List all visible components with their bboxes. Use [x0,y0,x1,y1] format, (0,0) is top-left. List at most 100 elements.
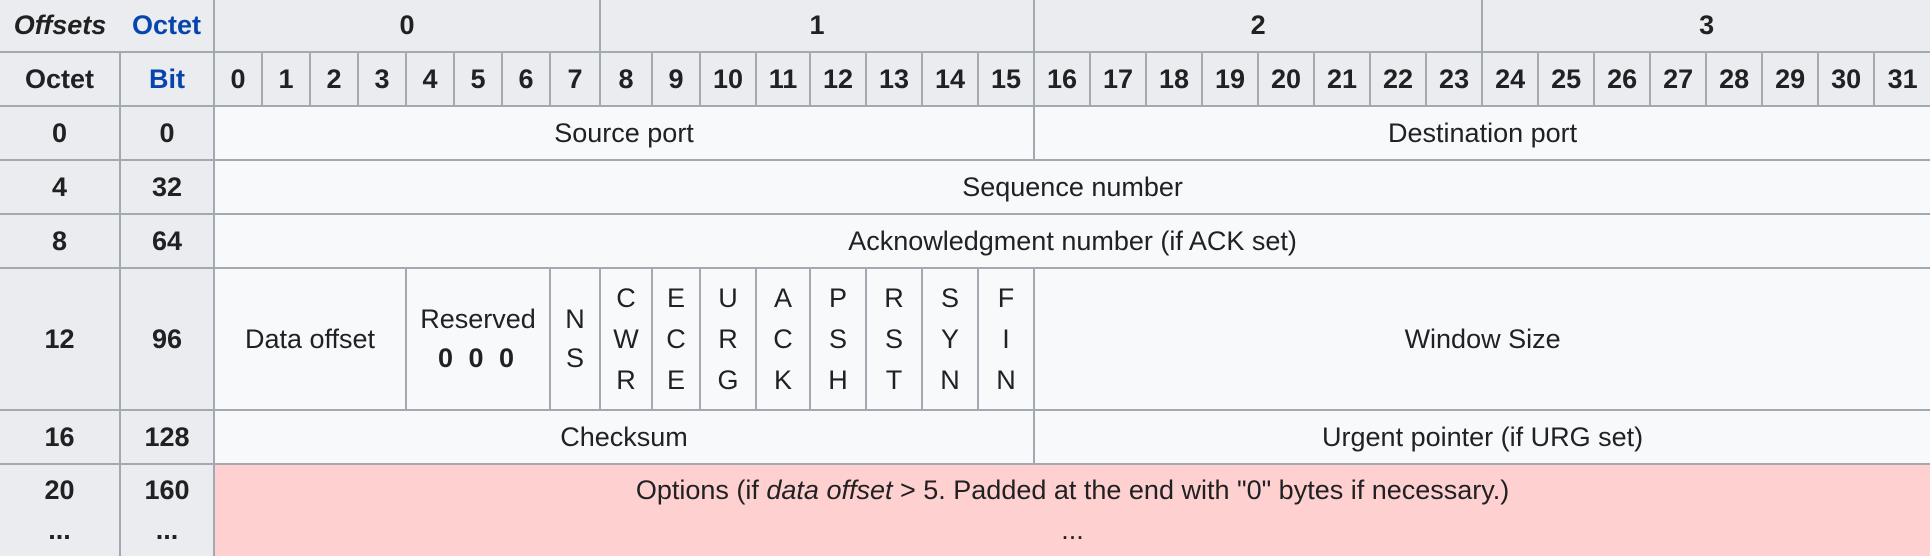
flag-ece: E C E [651,267,702,411]
flag-letter: U [718,282,738,313]
bit-index: 0 [213,51,263,107]
row-octet-offset: 8 [0,213,121,269]
options-text-prefix: Options (if [635,475,767,506]
flag-letter: C [616,282,636,313]
row-octet-offset: 20 ... [0,463,121,556]
flag-ack: A C K [755,267,812,411]
octet-group-3: 3 [1481,0,1930,53]
options-text-emphasis: data offset [766,475,893,506]
window-size-field: Window Size [1033,267,1930,411]
octet-group-2: 2 [1033,0,1484,53]
flag-letter: S [566,343,585,373]
bit-index: 6 [501,51,551,107]
source-port-field: Source port [212,105,1036,161]
flag-syn: S Y N [921,267,980,411]
octet-column-header: Octet [0,51,121,107]
octet-group-1: 1 [599,0,1036,53]
bit-index: 27 [1649,51,1708,107]
flag-letter: E [667,282,686,313]
row-bit-offset: 0 [119,105,215,161]
flag-letter: E [667,364,686,395]
row-octet-offset: 16 [0,409,121,465]
row-octet-16: 16 128 Checksum Urgent pointer (if URG s… [0,409,1930,465]
flag-letter: N [940,364,960,395]
options-ellipsis: ... [1061,514,1084,545]
destination-port-field: Destination port [1033,105,1930,161]
flag-letter: H [828,364,848,395]
bit-index: 5 [453,51,503,107]
row-bit-offset: 128 [119,409,215,465]
bit-index: 30 [1817,51,1876,107]
octet-group-0: 0 [212,0,602,53]
bit-index: 18 [1145,51,1204,107]
flag-letter: A [774,282,793,313]
bit-index: 2 [309,51,359,107]
row-bit-offset: 64 [119,213,215,269]
urgent-pointer-field: Urgent pointer (if URG set) [1033,409,1930,465]
offsets-label: Offsets [0,0,120,52]
flag-letter: F [997,282,1015,313]
data-offset-field: Data offset [213,267,407,411]
bit-index: 12 [809,51,868,107]
bit-index: 29 [1761,51,1820,107]
checksum-field: Checksum [212,409,1036,465]
options-text-suffix: > 5. Padded at the end with "0" bytes if… [892,475,1510,506]
row-octet-offset: 12 [0,267,121,411]
bit-index: 9 [651,51,702,107]
row-bit-offset: 32 [119,159,215,215]
bit-index: 4 [405,51,455,107]
row-octet-offset: 4 [0,159,121,215]
flag-letter: S [885,323,904,354]
octet-value: 20 [44,475,75,506]
reserved-label: Reserved [420,304,536,334]
flag-letter: Y [941,323,960,354]
bit-index: 19 [1201,51,1260,107]
bit-index: 28 [1705,51,1764,107]
bit-index: 14 [921,51,980,107]
flag-letter: N [996,364,1016,395]
bit-header-link[interactable]: Bit [119,51,215,107]
row-octet-8: 8 64 Acknowledgment number (if ACK set) [0,213,1930,269]
flag-psh: P S H [809,267,868,411]
flag-letter: P [829,282,848,313]
flag-letter: R [616,364,636,395]
octet-ellipsis: ... [48,514,71,545]
octet-header-link[interactable]: Octet [120,0,215,52]
flag-letter: C [773,323,793,354]
bit-index: 31 [1873,51,1930,107]
flag-letter: S [829,323,848,354]
bit-index: 15 [977,51,1036,107]
bit-index: 8 [599,51,654,107]
flag-letter: K [774,364,793,395]
row-octet-offset: 0 [0,105,121,161]
bit-index-row: Octet Bit 0 1 2 3 4 5 6 7 8 9 10 11 12 1… [0,51,1930,107]
bit-index: 23 [1425,51,1484,107]
flag-ns: N S [548,267,602,411]
bit-index: 13 [865,51,924,107]
row-octet-12: 12 96 Data offset Reserved 0 0 0 N S C W… [0,267,1930,411]
row-octet-0: 0 0 Source port Destination port [0,105,1930,161]
flag-letter: C [666,323,686,354]
bit-index: 20 [1257,51,1316,107]
bit-index: 11 [755,51,812,107]
flag-urg: U R G [699,267,758,411]
acknowledgment-number-field: Acknowledgment number (if ACK set) [212,213,1930,269]
bit-index: 24 [1481,51,1540,107]
flag-letter: S [941,282,960,313]
flag-letter: R [718,323,738,354]
bit-index: 21 [1313,51,1372,107]
row-bit-offset: 160 ... [119,463,215,556]
flag-letter: T [885,364,903,395]
bit-index: 26 [1593,51,1652,107]
bit-index: 25 [1537,51,1596,107]
bit-index: 17 [1089,51,1148,107]
bit-index: 10 [699,51,758,107]
flag-letter: N [565,303,585,334]
options-field: Options (if data offset > 5. Padded at t… [212,463,1930,556]
bit-index: 7 [548,51,602,107]
row-octet-20: 20 ... 160 ... Options (if data offset >… [0,463,1930,556]
flag-letter: W [613,323,639,354]
sequence-number-field: Sequence number [212,159,1930,215]
octet-group-row: Offsets Octet 0 1 2 3 [0,0,1930,53]
